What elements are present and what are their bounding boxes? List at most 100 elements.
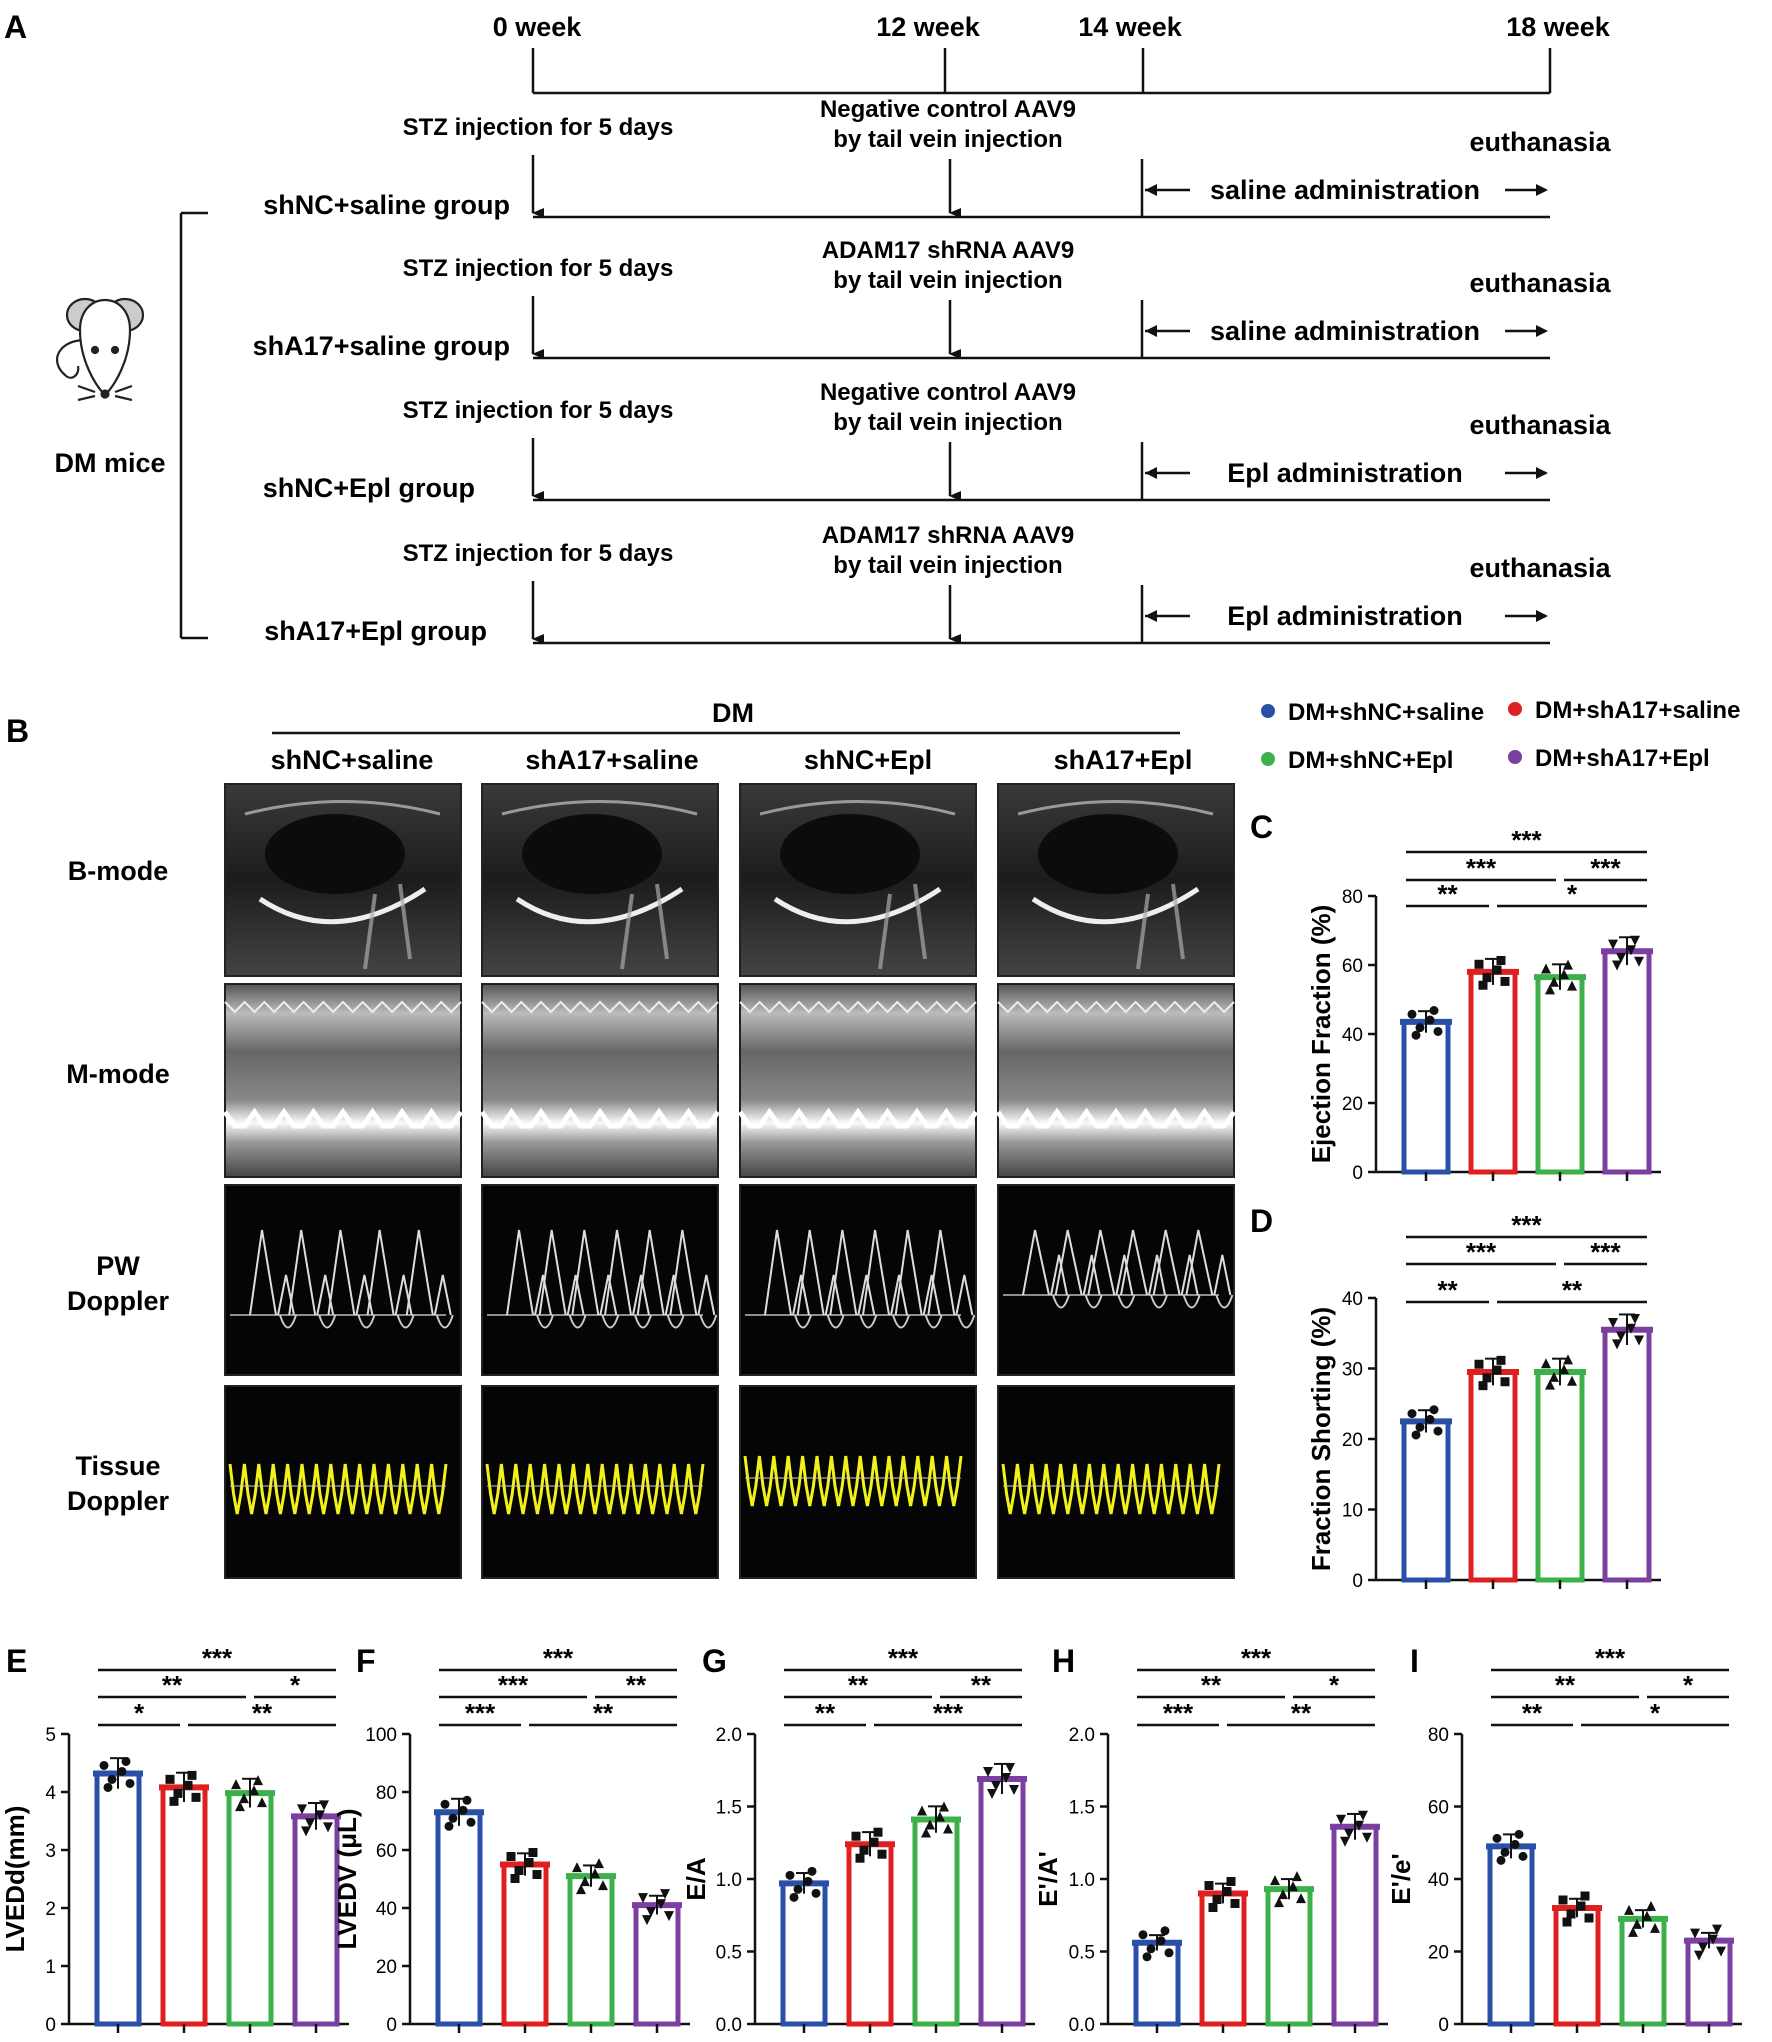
data-point (1712, 1924, 1722, 1935)
data-point (1690, 1928, 1700, 1939)
data-point (1292, 1871, 1302, 1882)
data-point (1612, 1339, 1622, 1350)
bar-3 (1685, 1938, 1733, 2027)
data-point (528, 1848, 538, 1857)
echo-image-m-3 (995, 983, 1237, 1178)
echo-image-b-1 (481, 783, 719, 977)
bar-0 (94, 1770, 142, 2027)
data-point (590, 1868, 600, 1879)
data-point (1296, 1893, 1306, 1904)
significance-stars: ** (626, 1670, 647, 1700)
significance-stars: *** (498, 1670, 529, 1700)
data-point (1650, 1922, 1660, 1933)
data-point (448, 1813, 458, 1823)
chart-letter: C (1250, 809, 1273, 845)
panel-b-label: B (6, 713, 29, 749)
data-point (991, 1780, 1001, 1791)
significance-stars: ** (1291, 1698, 1312, 1728)
data-point (1608, 1317, 1618, 1328)
data-point (1634, 1335, 1644, 1346)
data-point (1474, 1359, 1484, 1369)
significance-stars: *** (1595, 1643, 1626, 1673)
data-point (1549, 1371, 1559, 1382)
data-point (1226, 1877, 1236, 1886)
echo-image-b-2 (739, 783, 977, 977)
significance-stars: *** (1466, 853, 1497, 883)
legend-label: DM+shNC+Epl (1288, 747, 1453, 774)
significance-stars: * (1650, 1698, 1661, 1728)
data-point (239, 1793, 249, 1804)
data-point (1500, 1377, 1510, 1387)
data-point (1429, 1405, 1439, 1415)
euthanasia-label: euthanasia (1469, 268, 1611, 298)
data-point (173, 1788, 183, 1798)
data-point (1411, 1430, 1421, 1440)
significance-stars: ** (1437, 879, 1458, 909)
data-point (1407, 1009, 1417, 1019)
data-point (1608, 939, 1618, 950)
significance-stars: *** (933, 1698, 964, 1728)
significance-stars: * (290, 1670, 301, 1700)
y-tick-label: 2.0 (1069, 1725, 1095, 1746)
data-point (1415, 1023, 1425, 1033)
data-point (1478, 980, 1488, 990)
bar-1 (1468, 1369, 1518, 1583)
bar-0 (1401, 1418, 1451, 1583)
significance-stars: *** (1590, 853, 1621, 883)
data-point (1492, 965, 1502, 975)
data-point (103, 1782, 113, 1792)
data-point (943, 1823, 953, 1834)
data-point (1005, 1762, 1015, 1773)
y-tick-label: 1.0 (716, 1870, 742, 1891)
data-point (877, 1849, 887, 1859)
data-point (1616, 952, 1626, 963)
echo-image-pw-3 (997, 1184, 1235, 1376)
arrow-right-head (1536, 467, 1548, 479)
legend-dot (1508, 702, 1522, 716)
row-pw-doppler-l1: PW (96, 1251, 140, 1281)
row-tissue-doppler-l2: Doppler (67, 1486, 169, 1516)
data-point (1545, 1379, 1555, 1390)
echo-image-td-3 (997, 1385, 1235, 1579)
significance-stars: ** (1555, 1670, 1576, 1700)
timepoint-0-week: 0 week (493, 12, 583, 42)
treatment-label: Epl administration (1227, 458, 1463, 488)
data-point (315, 1810, 325, 1821)
col-sha17-saline: shA17+saline (525, 745, 698, 775)
data-point (1407, 1409, 1417, 1419)
euthanasia-label: euthanasia (1469, 553, 1611, 583)
y-tick-label: 3 (45, 1841, 56, 1862)
data-point (444, 1821, 454, 1831)
legend-dot (1261, 704, 1275, 718)
y-tick-label: 1.5 (716, 1798, 742, 1819)
data-point (235, 1801, 245, 1812)
data-point (107, 1774, 117, 1784)
y-tick-label: 80 (1428, 1725, 1449, 1746)
aav-label-line2: by tail vein injection (833, 126, 1062, 153)
y-tick-label: 20 (376, 1957, 397, 1978)
echo-image-pw-0 (224, 1184, 462, 1376)
echo-image-b-0 (224, 783, 462, 977)
aav-label-line2: by tail vein injection (833, 552, 1062, 579)
bar-2 (912, 1817, 960, 2027)
y-tick-label: 0 (45, 2015, 56, 2036)
data-point (305, 1818, 315, 1829)
data-point (1514, 1829, 1524, 1839)
y-axis-label: E'/A' (1033, 1851, 1063, 1907)
data-point (869, 1837, 879, 1847)
significance-stars: *** (1511, 1210, 1542, 1240)
significance-stars: ** (593, 1698, 614, 1728)
significance-stars: *** (1163, 1698, 1194, 1728)
significance-stars: ** (815, 1698, 836, 1728)
data-point (664, 1911, 674, 1922)
bar-3 (1602, 948, 1652, 1175)
y-tick-label: 2 (45, 1899, 56, 1920)
arrow-right-head (1536, 184, 1548, 196)
col-shnc-epl: shNC+Epl (804, 745, 932, 775)
bar-1 (160, 1784, 208, 2027)
data-point (231, 1779, 241, 1790)
data-point (1559, 969, 1569, 980)
treatment-label: saline administration (1210, 316, 1480, 346)
